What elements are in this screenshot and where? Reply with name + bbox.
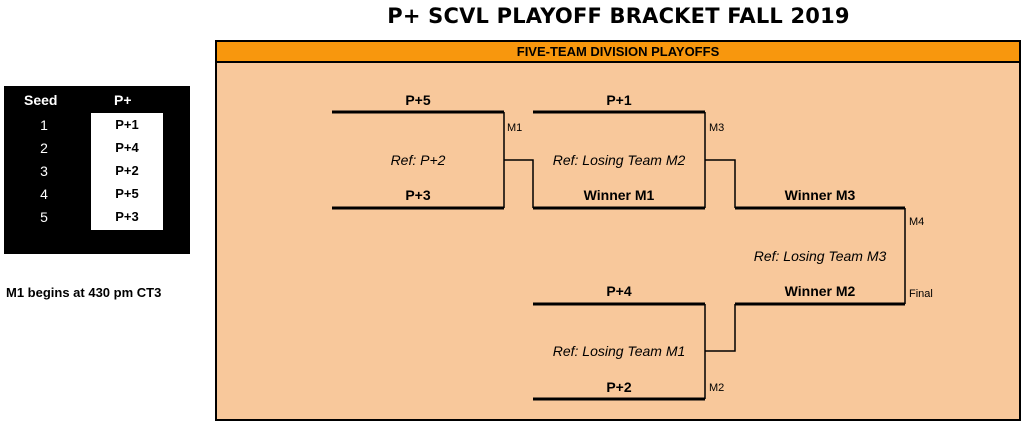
m1-advance-line — [504, 159, 534, 208]
m1-top-team: P+5 — [405, 92, 431, 108]
division-header: FIVE-TEAM DIVISION PLAYOFFS — [217, 42, 1019, 63]
seed-number: 1 — [40, 117, 48, 133]
seed-team: P+4 — [115, 140, 139, 155]
seed-team: P+2 — [115, 163, 139, 178]
final-label: Final — [909, 288, 933, 300]
seed-table: Seed P+ 1 2 3 4 5 P+1 P+4 P+2 P+5 P+3 — [4, 86, 190, 254]
m4-top-team: Winner M3 — [784, 187, 856, 203]
m3-match-label: M3 — [709, 122, 725, 134]
m3-top-team: P+1 — [606, 92, 632, 108]
seed-team: P+1 — [115, 117, 139, 132]
m4-match-label: M4 — [909, 216, 925, 228]
m3-advance-line — [705, 159, 736, 208]
seed-column-header: Seed — [24, 92, 58, 108]
m3-referee: Ref: Losing Team M2 — [552, 152, 686, 168]
m2-top-team: P+4 — [606, 283, 632, 299]
seed-number: 4 — [40, 186, 48, 202]
seed-number: 3 — [40, 163, 48, 179]
m2-match-label: M2 — [709, 382, 725, 394]
bracket-panel: FIVE-TEAM DIVISION PLAYOFFS P+5 Ref: P+2 — [215, 40, 1021, 421]
m1-bottom-team: P+3 — [405, 187, 431, 203]
m1-referee: Ref: P+2 — [390, 152, 446, 168]
m1-match-label: M1 — [507, 122, 523, 134]
m4-bottom-team: Winner M2 — [784, 283, 856, 299]
m3-bottom-team: Winner M1 — [583, 187, 655, 203]
m2-bottom-team: P+2 — [606, 379, 632, 395]
m2-referee: Ref: Losing Team M1 — [552, 343, 686, 359]
seed-team: P+5 — [115, 186, 139, 201]
seed-team-box — [91, 113, 163, 230]
bracket-lines — [332, 110, 906, 401]
m4-referee: Ref: Losing Team M3 — [753, 248, 887, 264]
m2-advance-line — [705, 304, 736, 352]
team-column-header: P+ — [114, 92, 132, 108]
page-title: P+ SCVL PLAYOFF BRACKET FALL 2019 — [387, 4, 850, 28]
seed-team: P+3 — [115, 209, 139, 224]
seed-number: 2 — [40, 140, 48, 156]
start-time-note: M1 begins at 430 pm CT3 — [6, 285, 162, 300]
seed-number: 5 — [40, 209, 48, 225]
